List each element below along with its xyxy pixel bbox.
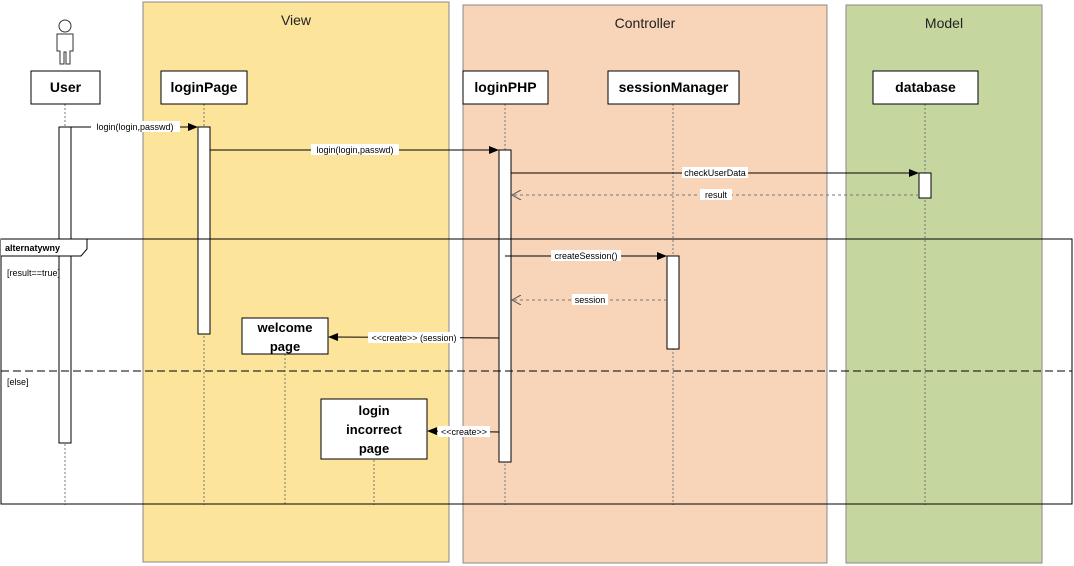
alt-guard-true: [result==true] <box>7 268 60 278</box>
message-create-incorrect-label: <<create>> <box>441 427 487 437</box>
head-session-manager[interactable]: sessionManager <box>607 70 740 105</box>
message-create-incorrect: <<create>> <box>427 426 500 437</box>
message-check-user-data: checkUserData <box>511 167 919 178</box>
incorrect-page-line1: login <box>358 403 389 418</box>
activation-login-page <box>197 126 211 335</box>
message-create-session-label: createSession() <box>554 251 617 261</box>
head-login-php-label: loginPHP <box>474 79 536 95</box>
activation-user <box>58 126 72 444</box>
head-login-php[interactable]: loginPHP <box>462 70 549 105</box>
alt-fragment-label: alternatywny <box>5 243 60 253</box>
message-check-user-data-label: checkUserData <box>684 168 746 178</box>
message-result-label: result <box>705 190 728 200</box>
head-database[interactable]: database <box>872 70 979 105</box>
lane-controller-title: Controller <box>615 15 676 31</box>
message-create-session: createSession() <box>505 250 667 261</box>
head-user-label: User <box>50 79 82 95</box>
message-login-2-label: login(login,passwd) <box>316 145 393 155</box>
head-database-label: database <box>895 79 956 95</box>
lane-model-title: Model <box>925 15 963 31</box>
message-result: result <box>512 189 919 200</box>
alt-fragment: alternatywny [result==true] [else] <box>0 238 1073 505</box>
message-session: session <box>512 294 667 305</box>
activation-session-manager <box>666 255 680 350</box>
message-create-welcome: <<create>> (session) <box>328 332 500 343</box>
activation-database <box>918 172 932 199</box>
alt-fragment-tab <box>1 238 88 257</box>
welcome-page-object[interactable]: welcome page <box>241 317 329 355</box>
alt-guard-else: [else] <box>7 377 29 387</box>
message-session-label: session <box>575 295 606 305</box>
lane-view-title: View <box>281 12 312 28</box>
head-login-page-label: loginPage <box>171 79 238 95</box>
user-actor-icon <box>56 19 74 65</box>
head-user[interactable]: User <box>30 70 101 105</box>
incorrect-page-object[interactable]: login incorrect page <box>320 398 428 460</box>
activation-login-php <box>498 149 512 463</box>
head-session-manager-label: sessionManager <box>619 79 729 95</box>
message-login-1-label: login(login,passwd) <box>96 122 173 132</box>
message-login-1: login(login,passwd) <box>71 121 198 132</box>
welcome-page-line1: welcome <box>257 320 313 335</box>
message-create-welcome-label: <<create>> (session) <box>371 333 456 343</box>
incorrect-page-line2: incorrect <box>346 422 402 437</box>
incorrect-page-line3: page <box>359 441 389 456</box>
message-login-2: login(login,passwd) <box>210 144 499 155</box>
welcome-page-line2: page <box>270 339 300 354</box>
head-login-page[interactable]: loginPage <box>160 70 248 105</box>
